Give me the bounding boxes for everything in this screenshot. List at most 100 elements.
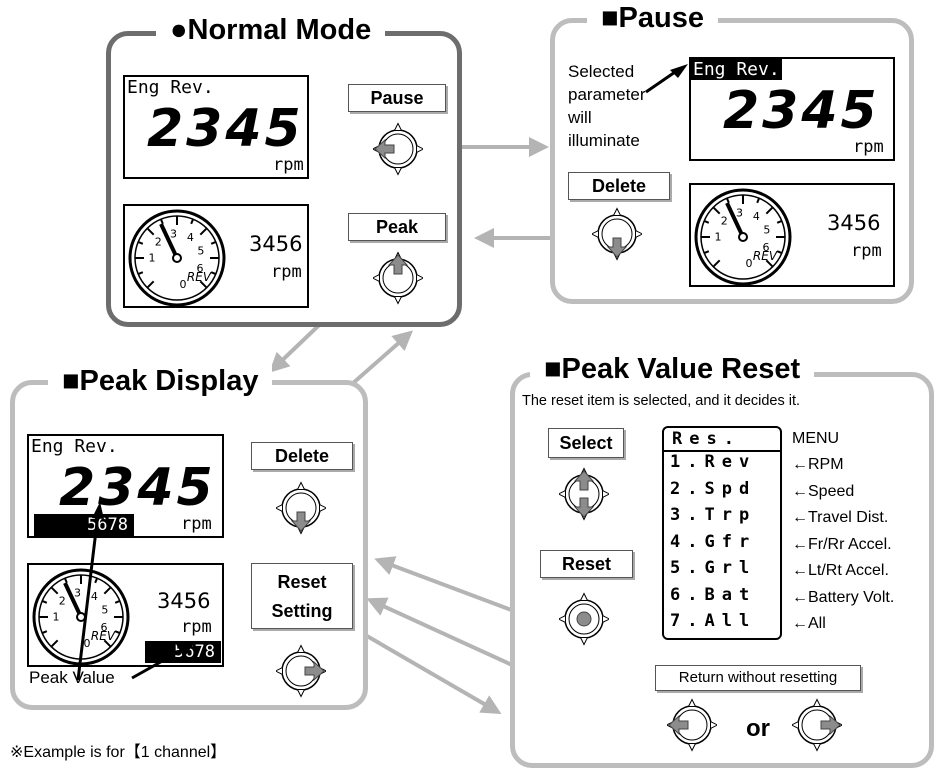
gauge-needle [159,223,179,259]
gauge-brand-label: REV [91,629,116,643]
footnote: ※Example is for【1 channel】 [10,744,227,761]
gauge-value: 3456 [827,211,881,235]
menu-item-desc: ←Battery Volt. [792,588,895,606]
peak-display-title: ■Peak Display [48,364,273,398]
dpad-down-button[interactable] [274,480,328,541]
menu-item-code[interactable]: 5.Grl [670,558,757,578]
gauge-tick-label: 1 [53,611,60,624]
menu-item-desc: ←Speed [792,482,855,500]
rpm-value: 2345 [723,81,880,141]
reset-setting-line-2: Setting [271,601,333,621]
gauge-brand-label: REV [753,249,778,263]
pause-lcd-digital: Eng Rev. 2345 rpm [689,57,895,161]
gauge-unit: rpm [851,241,882,261]
menu-item-code[interactable]: 1.Rev [670,452,757,472]
dpad-center-button[interactable] [557,591,611,652]
dpad-updown-button[interactable] [557,466,611,527]
menu-item-code[interactable]: 4.Gfr [670,531,757,552]
menu-header-desc: MENU [792,430,840,447]
gauge-tick-label: 6 [100,621,107,634]
menu-item-code[interactable]: 7.All [670,611,757,631]
peak-value-label: Peak Value [29,668,115,687]
gauge-brand-label: REV [187,270,212,284]
illuminate-note: Selected parameter will illuminate [568,60,645,152]
gauge-tick-label: 3 [74,586,81,599]
menu-header-divider [664,450,780,452]
menu-item-code[interactable]: 2.Spd [670,478,757,499]
rpm-value: 2345 [59,458,216,518]
gauge-tick-label: 3 [170,227,177,240]
rpm-unit: rpm [853,137,884,157]
dpad-up-button[interactable] [371,250,425,311]
dpad-right-button[interactable] [790,697,844,758]
menu-item-desc: ←Fr/Rr Accel. [792,535,892,553]
rpm-unit: rpm [181,514,212,534]
illuminate-line-4: illuminate [568,131,640,150]
reset-setting-button[interactable]: Reset Setting [251,563,353,629]
gauge-needle [725,202,745,238]
param-label: Eng Rev. [127,77,214,98]
peak-button[interactable]: Peak [348,213,446,241]
gauge-tick-label: 5 [101,604,108,617]
illuminate-line-3: will [568,108,592,127]
menu-item-code[interactable]: 6.Bat [670,584,757,605]
gauge-zero-label: 0 [180,278,187,291]
pause-delete-button[interactable]: Delete [568,172,670,200]
menu-item-code[interactable]: 3.Trp [670,505,757,525]
gauge-zero-label: 0 [746,257,753,270]
normal-mode-title: ●Normal Mode [156,13,386,47]
dpad-left-button[interactable] [665,697,719,758]
peak-delete-button[interactable]: Delete [251,442,353,470]
peak-value-pointers [76,502,194,681]
illuminate-line-1: Selected [568,62,635,81]
reset-menu: Res. [662,426,782,640]
gauge-unit: rpm [181,617,212,637]
menu-item-desc: ←Travel Dist. [792,509,889,526]
gauge-tick-label: 1 [149,252,156,265]
param-label-highlighted: Eng Rev. [691,59,782,80]
gauge-tick-label: 5 [197,245,204,258]
gauge-tick-label: 2 [59,594,66,607]
gauge-tick-label: 4 [753,210,760,223]
peak-reset-title: ■Peak Value Reset [530,352,815,386]
dpad-right-button[interactable] [274,643,328,704]
gauge-tick-label: 6 [196,262,203,275]
select-button[interactable]: Select [548,428,624,458]
pause-button[interactable]: Pause [348,84,446,112]
gauge-tick-label: 2 [155,235,162,248]
pause-title: ■Pause [587,1,718,35]
peak-lcd-digital: Eng Rev. 2345 5678 rpm [27,434,224,538]
gauge-unit: rpm [271,262,302,282]
gauge-tick-label: 5 [763,224,770,237]
or-label: or [746,715,770,742]
gauge-tick-label: 4 [91,590,98,603]
param-label: Eng Rev. [31,436,118,457]
normal-lcd-digital: Eng Rev. 2345 rpm [123,75,309,179]
menu-item-desc: ←RPM [792,456,844,473]
gauge-tick-label: 1 [715,231,722,244]
gauge-value: 3456 [157,589,211,613]
dpad-left-button[interactable] [371,121,425,182]
arrow-peak-to-reset [346,623,502,715]
rpm-unit: rpm [273,155,304,175]
menu-item-desc: ←All [792,615,826,632]
peak-reset-subtitle: The reset item is selected, and it decid… [522,393,801,409]
dpad-down-button[interactable] [590,206,644,267]
gauge-tick-label: 4 [187,231,194,244]
return-without-resetting-button[interactable]: Return without resetting [655,665,861,691]
reset-button[interactable]: Reset [540,550,633,578]
reset-setting-line-1: Reset [277,572,327,592]
menu-item-desc: ←Lt/Rt Accel. [792,562,889,579]
pointer-arrow [645,64,688,94]
gauge-zero-label: 0 [84,637,91,650]
illuminate-line-2: parameter [568,85,646,104]
gauge-tick-label: 2 [721,214,728,227]
gauge-needle [63,582,83,618]
gauge-tick-label: 6 [762,241,769,254]
rpm-value: 2345 [147,99,304,159]
